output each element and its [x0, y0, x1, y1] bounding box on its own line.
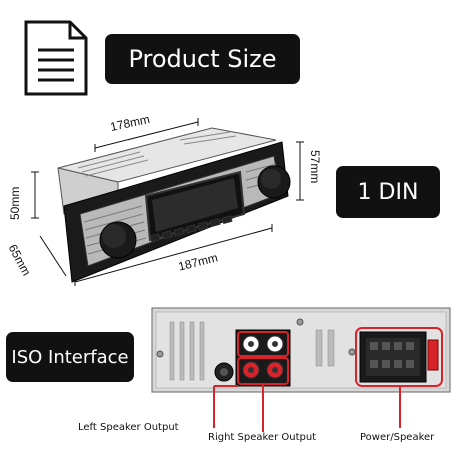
product-size-label: Product Size — [128, 45, 277, 73]
iso-interface-badge: ISO Interface — [6, 332, 134, 382]
din-badge: 1 DIN — [336, 166, 440, 218]
left-speaker-output-label: Left Speaker Output — [78, 422, 179, 433]
product-size-badge: Product Size — [105, 34, 300, 84]
right-speaker-output-label: Right Speaker Output — [208, 432, 317, 443]
power-speaker-label: Power/Speaker — [360, 432, 435, 443]
iso-interface-label: ISO Interface — [11, 346, 129, 368]
din-label: 1 DIN — [357, 179, 419, 205]
